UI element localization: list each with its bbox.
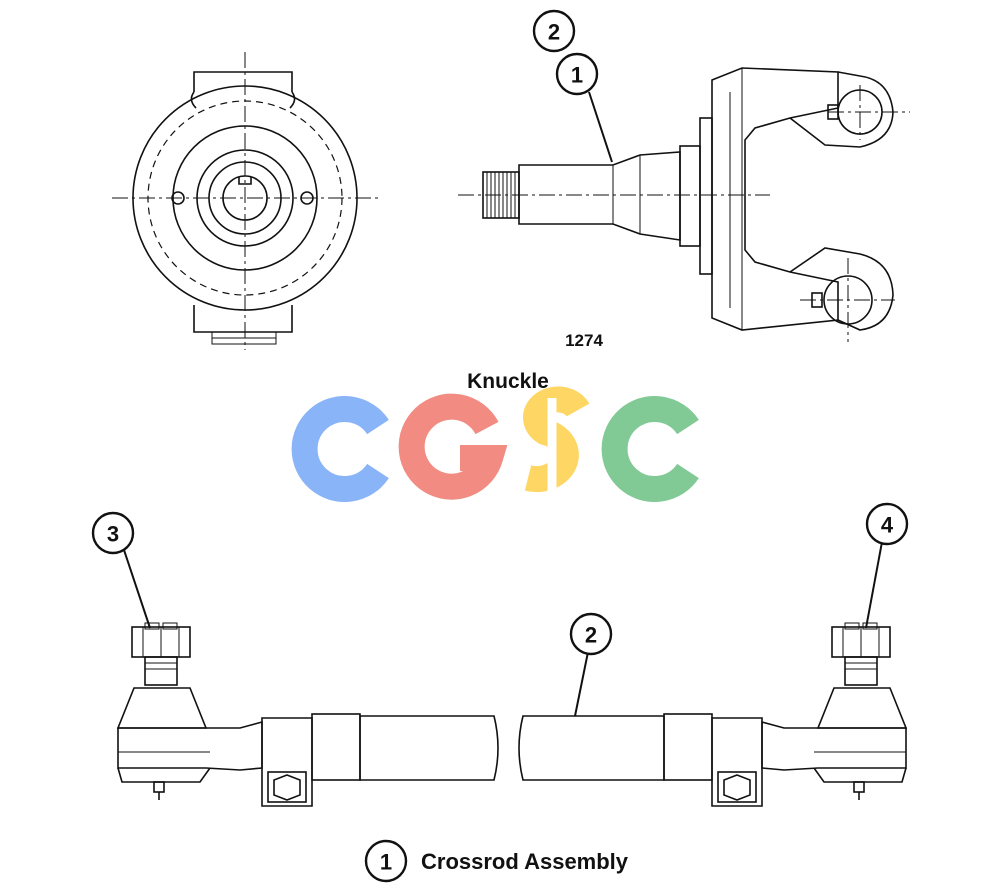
assembly-legend: 1 Crossrod Assembly	[364, 839, 629, 883]
callout-3: 3	[91, 511, 151, 629]
callout-2-lower-label: 2	[585, 623, 597, 648]
knuckle-side-view	[458, 67, 910, 342]
callout-4: 4	[865, 502, 909, 629]
knuckle-front-view	[112, 52, 378, 350]
cgsc-watermark-logo	[291, 386, 699, 502]
legend-number: 1	[380, 850, 392, 875]
callout-2-upper-label: 2	[548, 20, 560, 45]
crossrod-left-end	[116, 622, 499, 807]
crossrod-right-end	[518, 622, 908, 807]
callout-4-label: 4	[881, 513, 894, 538]
figure-number: 1274	[565, 331, 603, 350]
knuckle-caption: Knuckle	[467, 370, 549, 393]
callout-2-upper: 2	[532, 9, 576, 53]
callout-1-upper: 1	[555, 52, 613, 163]
callout-2-lower: 2	[569, 612, 613, 717]
callout-1-upper-label: 1	[571, 63, 583, 88]
callout-3-label: 3	[107, 522, 119, 547]
legend-title: Crossrod Assembly	[421, 849, 629, 874]
